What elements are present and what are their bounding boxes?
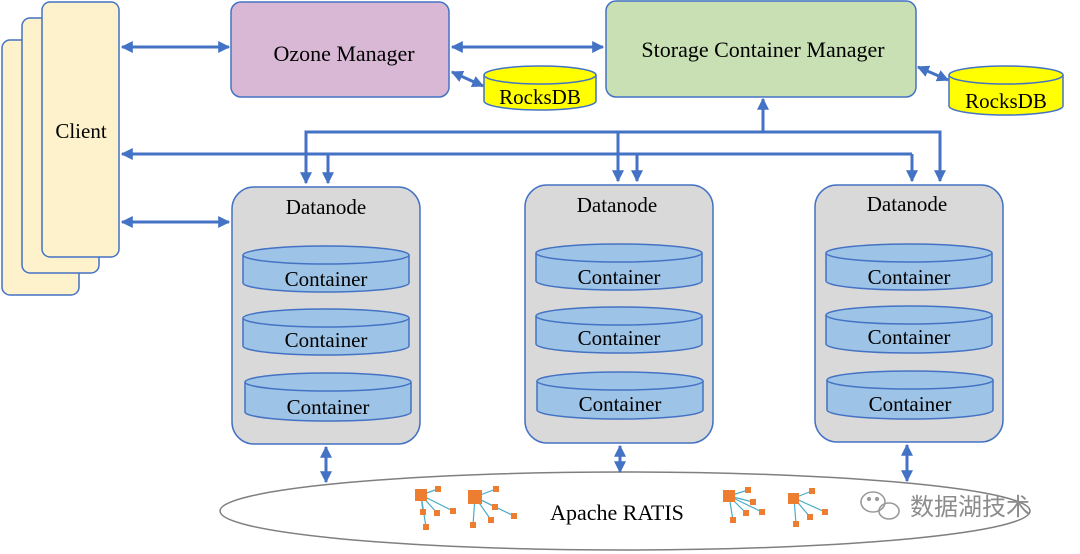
client-box: [41, 1, 120, 258]
container-label: Container: [578, 265, 661, 289]
container-label: Container: [579, 392, 662, 416]
ozone-manager-label: Ozone Manager: [273, 41, 415, 66]
container-label: Container: [869, 392, 952, 416]
datanode-1-label: Datanode: [286, 195, 366, 219]
watermark: 数据湖技术: [860, 491, 1030, 521]
network-tree-icon: [468, 486, 517, 528]
scm-bus-line: [304, 130, 942, 181]
network-tree-icon: [723, 487, 765, 523]
network-tree-icon: [415, 486, 456, 530]
datanode-1-container-2: Container: [242, 308, 410, 356]
datanode-3-container-3: Container: [826, 370, 994, 420]
ratis-label: Apache RATIS: [550, 500, 684, 525]
container-label: Container: [578, 326, 661, 350]
scm-rocksdb-cylinder: RocksDB: [948, 65, 1064, 116]
container-label: Container: [868, 325, 951, 349]
datanode-1-container-3: Container: [244, 372, 412, 422]
datanode-2-container-2: Container: [535, 306, 703, 354]
arrow-scm-rocksdb: [916, 65, 950, 82]
wechat-icon: [860, 491, 900, 520]
client-label: Client: [55, 119, 106, 143]
ratis-node-icons: [415, 486, 828, 530]
datanode-1: Datanode Container Container Container: [231, 186, 421, 445]
datanode-1-container-1: Container: [242, 245, 410, 293]
ozone-rocksdb-cylinder: RocksDB: [483, 65, 597, 111]
container-label: Container: [287, 395, 370, 419]
ozone-manager: Ozone Manager: [230, 1, 450, 98]
ozone-rocksdb-label: RocksDB: [499, 85, 581, 109]
container-label: Container: [868, 265, 951, 289]
container-label: Container: [285, 328, 368, 352]
datanode-2-container-3: Container: [536, 371, 704, 420]
datanode-3: Datanode Container Container Container: [814, 184, 1004, 443]
datanode-2-label: Datanode: [577, 193, 657, 217]
container-label: Container: [285, 267, 368, 291]
datanode-3-label: Datanode: [867, 192, 947, 216]
scm-rocksdb-label: RocksDB: [965, 89, 1047, 113]
datanode-2: Datanode Container Container Container: [524, 184, 714, 444]
apache-ratis: Apache RATIS: [219, 471, 1031, 551]
storage-container-manager: Storage Container Manager: [605, 0, 917, 98]
datanode-2-container-1: Container: [535, 243, 703, 291]
arrow-ozone-rocksdb: [450, 70, 485, 88]
datanode-3-container-1: Container: [825, 243, 993, 291]
network-tree-icon: [788, 488, 828, 527]
connectors: [120, 41, 950, 484]
client-stack: Client: [1, 1, 120, 296]
scm-label: Storage Container Manager: [641, 37, 885, 62]
watermark-text: 数据湖技术: [910, 493, 1030, 521]
datanode-3-container-2: Container: [825, 305, 993, 354]
